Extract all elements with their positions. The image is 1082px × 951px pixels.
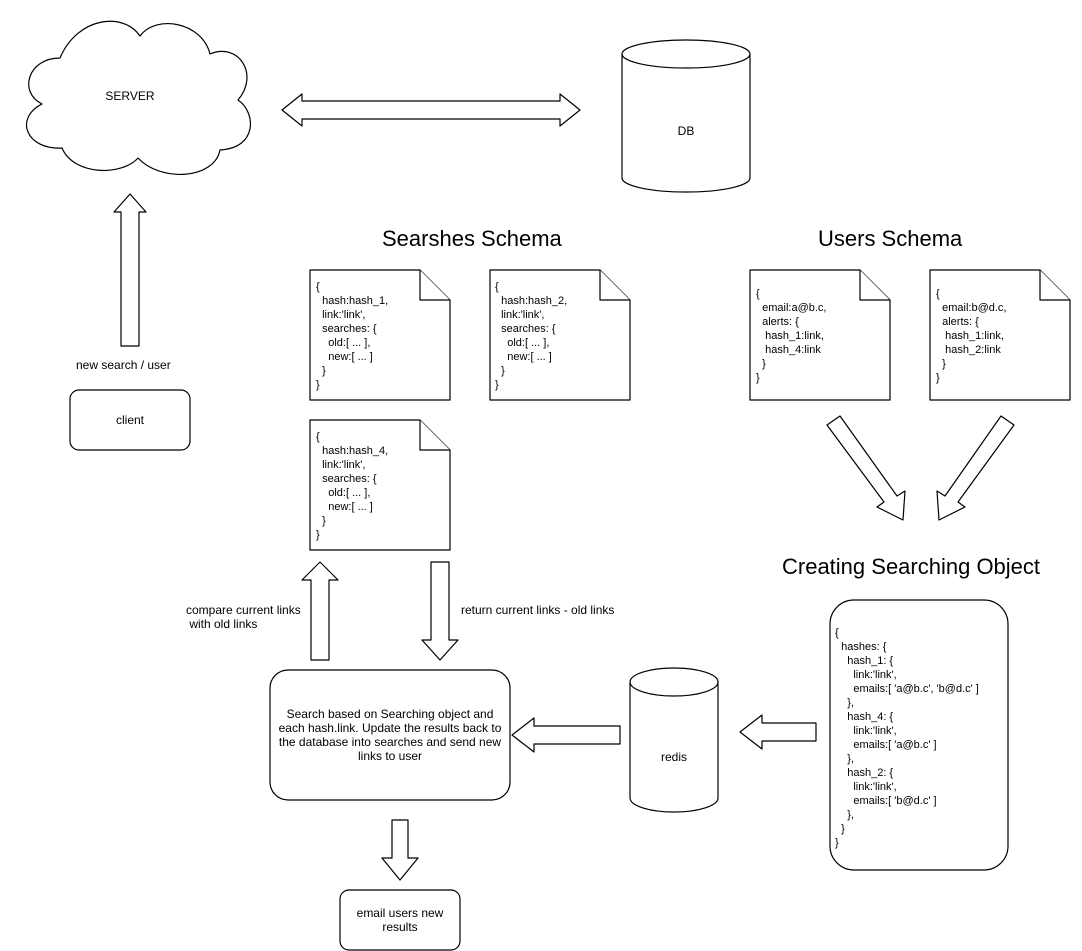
searching-object-box <box>829 599 1009 871</box>
doc-user-a <box>749 269 891 401</box>
client-server-arrow <box>113 193 147 347</box>
doc-search-hash-1-fold <box>419 270 450 301</box>
client-label: client <box>115 413 144 427</box>
searches-schema-heading: Searshes Schema <box>382 226 562 251</box>
client-box <box>69 389 191 451</box>
server-db-arrow <box>281 93 581 127</box>
doc-search-hash-2-fold <box>599 270 630 301</box>
search-hash-4-content: { hash:hash_4, link:'link', searches: { … <box>316 431 389 541</box>
email-users-box <box>339 889 461 951</box>
redis-cylinder-top <box>629 667 719 697</box>
redis-to-search-arrow <box>511 717 621 753</box>
doc-search-hash-4-fold <box>419 420 450 451</box>
redis-label: redis <box>660 750 687 764</box>
new-search-user-label: new search / user <box>76 358 171 372</box>
user-a-content: { email:a@b.c, alerts: { hash_1:link, ha… <box>756 288 827 384</box>
compare-links-label: compare current links with old links <box>186 603 301 631</box>
creating-searching-object-heading: Creating Searching Object <box>782 554 1041 579</box>
doc-search-hash-2 <box>489 269 631 401</box>
search-process-label: Search based on Searching object and eac… <box>278 707 502 763</box>
server-label: SERVER <box>105 89 155 103</box>
users-schema-heading: Users Schema <box>818 226 963 251</box>
return-links-label: return current links - old links <box>461 603 615 617</box>
doc-user-b-fold <box>1039 270 1070 301</box>
object-to-redis-arrow <box>739 714 817 750</box>
search-hash-2-content: { hash:hash_2, link:'link', searches: { … <box>495 281 568 391</box>
user-b-to-object-arrow <box>936 415 1015 521</box>
doc-search-hash-1 <box>309 269 451 401</box>
email-users-label: email users new results <box>356 906 444 934</box>
doc-user-b <box>929 269 1071 401</box>
db-label: DB <box>677 124 695 138</box>
db-cylinder-top <box>621 39 751 69</box>
searching-object-content: { hashes: { hash_1: { link:'link', email… <box>835 627 979 849</box>
return-links-arrow <box>421 561 459 661</box>
db-cylinder <box>621 54 751 193</box>
doc-user-a-fold <box>859 270 890 301</box>
search-process-box <box>269 669 511 801</box>
compare-links-arrow <box>301 561 339 661</box>
user-b-content: { email:b@d.c, alerts: { hash_1:link, ha… <box>936 288 1007 384</box>
search-hash-1-content: { hash:hash_1, link:'link', searches: { … <box>316 281 389 391</box>
search-to-email-arrow <box>381 819 419 881</box>
doc-search-hash-4 <box>309 419 451 551</box>
redis-cylinder <box>629 682 719 813</box>
user-a-to-object-arrow <box>826 415 906 521</box>
server-cloud <box>25 20 251 176</box>
